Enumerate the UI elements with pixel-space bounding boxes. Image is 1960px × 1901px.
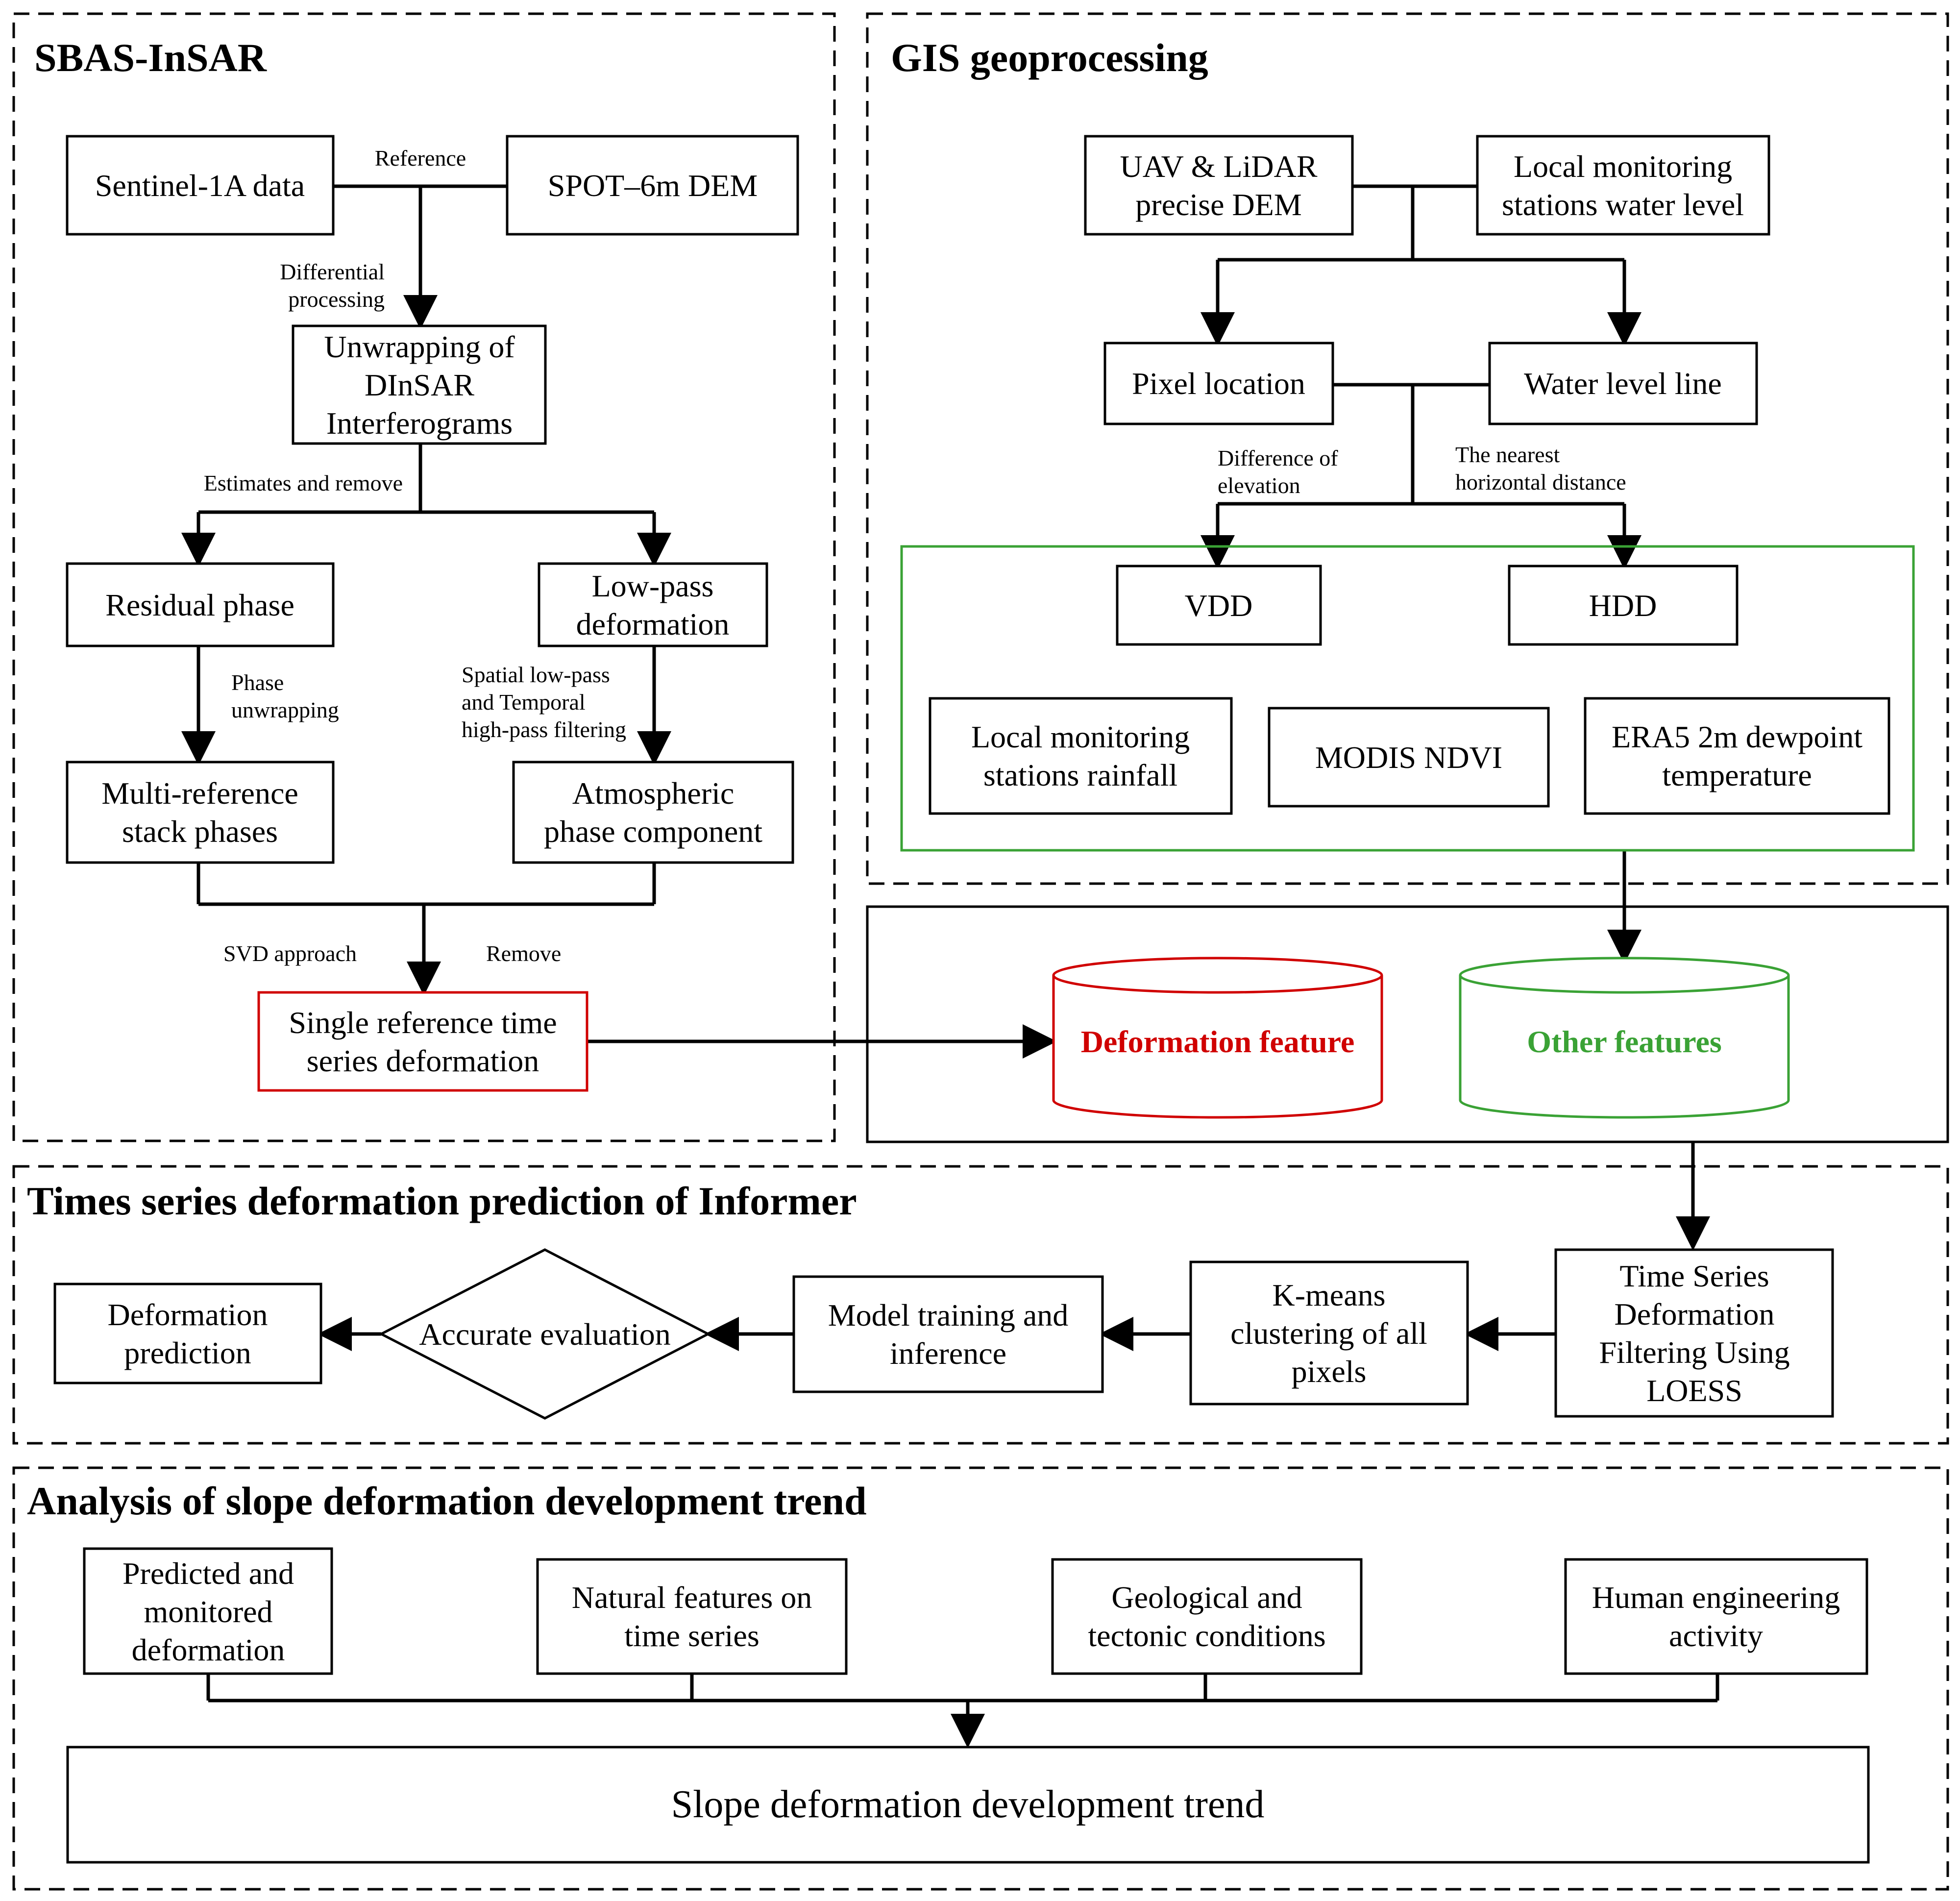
natural-features-node — [536, 1558, 848, 1675]
gis-section-title: GIS geoprocessing — [891, 35, 1208, 80]
water-level-line-node — [1488, 342, 1758, 425]
residual-phase-node — [66, 562, 335, 647]
kmeans-clustering-node — [1189, 1260, 1469, 1406]
pixel-location-label: Pixel location — [1132, 366, 1305, 401]
analysis-section-title: Analysis of slope deformation developmen… — [27, 1479, 867, 1523]
model-training-node — [792, 1275, 1104, 1393]
single-reference-node — [257, 991, 588, 1092]
modis-ndvi-label: MODIS NDVI — [1315, 740, 1502, 775]
sbas-section-frame — [12, 12, 836, 1142]
human-engineering-node — [1564, 1558, 1868, 1675]
spot-dem-label: SPOT–6m DEM — [548, 168, 758, 203]
slope-trend-label: Slope deformation development trend — [671, 1783, 1265, 1826]
rainfall-node — [929, 697, 1233, 815]
connectors — [181, 184, 1719, 1748]
features-section-frame — [866, 905, 1949, 1143]
era5-dewpoint-node — [1584, 697, 1890, 815]
sentinel-1a-node — [66, 135, 335, 236]
loess-filtering-node — [1554, 1248, 1834, 1418]
atmospheric-phase-node — [512, 761, 794, 864]
predicted-monitored-node — [83, 1547, 333, 1675]
other-features-cylinder — [1459, 957, 1790, 1119]
other-features-label: Other features — [1527, 1024, 1722, 1059]
residual-phase-label: Residual phase — [105, 588, 294, 622]
informer-section-frame — [12, 1165, 1949, 1445]
reference-edge-label: Reference — [375, 146, 466, 171]
water-level-line-label: Water level line — [1524, 366, 1722, 401]
sentinel-1a-label: Sentinel-1A data — [95, 168, 305, 203]
remove-edge-label: Remove — [486, 941, 561, 966]
unwrapping-node — [292, 324, 547, 445]
hdd-node — [1508, 565, 1739, 646]
deformation-feature-cylinder — [1052, 957, 1383, 1119]
accurate-evaluation-diamond — [378, 1248, 711, 1420]
informer-section-title: Times series deformation prediction of I… — [27, 1179, 857, 1223]
uav-lidar-dem-node — [1084, 135, 1354, 236]
low-pass-deformation-node — [538, 562, 768, 647]
local-water-level-node — [1476, 135, 1770, 236]
vdd-node — [1116, 565, 1322, 646]
vdd-label: VDD — [1185, 588, 1253, 623]
deformation-prediction-node — [53, 1283, 322, 1384]
slope-trend-node — [66, 1746, 1870, 1864]
accurate-evaluation-label: Accurate evaluation — [419, 1317, 671, 1352]
spot-dem-node — [506, 135, 799, 236]
sbas-section-title: SBAS-InSAR — [34, 35, 267, 80]
other-inputs-group-frame — [900, 545, 1915, 852]
gis-section-frame — [866, 12, 1949, 885]
hdd-label: HDD — [1589, 588, 1657, 623]
modis-ndvi-node — [1268, 707, 1550, 808]
multi-reference-node — [66, 761, 335, 864]
analysis-section-frame — [12, 1466, 1949, 1891]
pixel-location-node — [1103, 342, 1334, 425]
deformation-feature-label: Deformation feature — [1081, 1024, 1355, 1059]
svd-approach-edge-label: SVD approach — [223, 941, 357, 966]
estimates-remove-edge-label: Estimates and remove — [204, 470, 403, 495]
geological-conditions-node — [1051, 1558, 1363, 1675]
